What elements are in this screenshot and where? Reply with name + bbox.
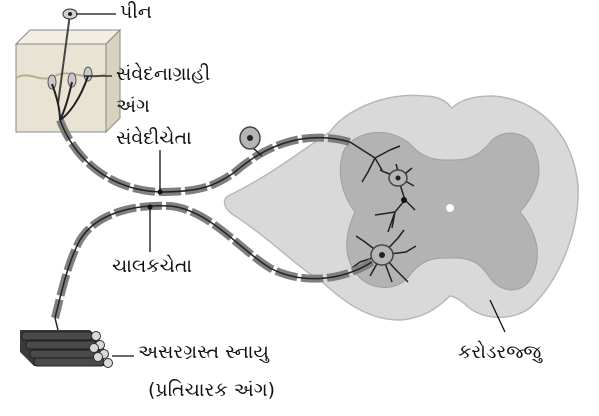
label-sensory-organ-line1: સંવેદનાગ્રાહી <box>116 64 210 86</box>
label-spinal-cord: કરોડરજ્જુ <box>458 342 541 364</box>
label-effector-muscle: અસરગ્રસ્ત સ્નાયુ <box>138 342 269 364</box>
central-canal <box>446 204 454 212</box>
muscle-bundle-icon <box>20 318 113 368</box>
label-sensory-organ-line2: અંગ <box>116 96 150 118</box>
label-sensory-nerve: સંવેદીચેતા <box>116 128 192 150</box>
label-pin: પીન <box>120 2 152 24</box>
label-effector-note: (પ્રતિચારક અંગ) <box>148 380 275 402</box>
label-motor-nerve: ચાલકચેતા <box>112 256 192 278</box>
skin-receptor-icon <box>16 30 120 132</box>
